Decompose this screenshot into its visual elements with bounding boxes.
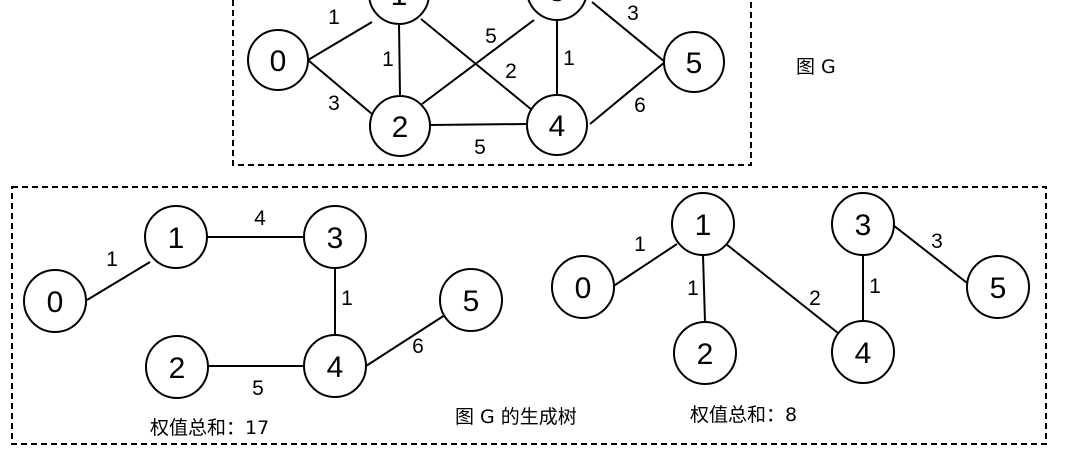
graph-g-node-4: 4 [526,94,588,156]
tree-a-node-0: 0 [23,269,87,333]
graph-g-weight-1-2: 1 [382,48,394,71]
graph-g-node-1-label: 1 [391,0,408,12]
tree-a-node-5: 5 [439,268,503,332]
tree-a-node-4-label: 4 [327,351,344,384]
tree-a-node-3: 3 [303,205,367,269]
tree-b-node-0-label: 0 [575,272,592,305]
graph-g-weight-3-5: 3 [627,2,639,25]
graph-g-node-2-label: 2 [392,111,409,144]
graph-g-node-3-label: 3 [549,0,566,8]
graph-g-node-2: 2 [369,95,431,157]
graph-g-node-0: 0 [247,29,309,91]
tree-a-weight-total: 权值总和：17 [150,417,269,439]
tree-b-weight-0-1: 1 [634,233,646,256]
tree-a-weight-1-3: 4 [254,207,266,230]
tree-a-node-2-label: 2 [169,352,186,385]
tree-a-node-4: 4 [303,334,367,398]
graph-g-node-0-label: 0 [270,45,287,78]
tree-a-node-1-label: 1 [168,222,185,255]
tree-b-weight-total: 权值总和：8 [690,404,797,426]
graph-g-node-4-label: 4 [549,110,566,143]
tree-a-node-3-label: 3 [327,222,344,255]
tree-a-weight-4-5: 6 [412,335,424,358]
tree-b-weight-1-2: 1 [687,277,699,300]
tree-b-weight-3-4: 1 [869,275,881,298]
spanning-trees-frame [11,186,1047,445]
graph-g-node-3: 3 [527,0,587,21]
graph-g-node-5-label: 5 [686,47,703,80]
tree-a-weight-3-4: 1 [341,287,353,310]
spanning-tree-b: 1 1 2 1 3 0 1 2 4 3 5 权值总和：8 [551,192,1030,426]
spanning-tree-a: 1 4 1 5 6 0 1 3 5 2 4 权值总和：17 [23,205,503,439]
tree-b-weight-1-4: 2 [809,287,821,310]
tree-b-node-1-label: 1 [695,209,712,242]
tree-a-edge-4-5 [365,314,446,367]
tree-b-edge-0-1 [611,243,678,288]
graph-g-edge-0-2 [307,59,373,115]
graph-g-weight-2-3: 5 [485,25,497,48]
tree-b-edge-1-2 [702,254,706,323]
graph-g-node-5: 5 [663,31,725,93]
graph-g-weight-2-4: 5 [474,136,486,159]
graph-g-edge-2-4 [429,123,528,126]
graph-g-node-1: 1 [368,0,430,25]
graph-g-edge-3-5 [591,1,666,63]
graph-g-weight-1-4: 2 [505,60,517,83]
tree-b-edge-3-5 [892,224,972,287]
spanning-trees-caption: 图 G 的生成树 [455,406,577,428]
graph-g: 1 3 1 2 5 1 3 5 6 0 1 2 3 4 5 [247,0,836,159]
graph-g-weight-4-5: 6 [634,94,646,117]
graph-g-weight-0-2: 3 [328,92,340,115]
tree-b-edge-1-4 [725,243,839,334]
tree-b-node-1: 1 [671,192,735,256]
tree-a-node-5-label: 5 [463,285,480,318]
tree-a-edge-0-1 [86,261,151,301]
tree-b-node-3-label: 3 [855,209,872,242]
graph-g-edge-1-2 [398,23,401,97]
graph-g-frame [232,0,752,166]
tree-a-weight-0-1: 1 [106,248,118,271]
graph-g-edge-0-1 [307,21,373,61]
tree-b-node-4: 4 [831,320,895,384]
tree-a-node-1: 1 [144,205,208,269]
graph-g-edge-2-3 [421,19,535,105]
tree-a-node-2: 2 [145,335,209,399]
tree-b-node-2: 2 [673,321,737,385]
graph-g-edge-4-5 [589,61,666,125]
tree-b-node-3: 3 [831,192,895,256]
tree-b-node-2-label: 2 [697,338,714,371]
tree-a-weight-2-4: 5 [252,377,264,400]
tree-b-node-5: 5 [966,255,1030,319]
graph-g-weight-0-1: 1 [328,6,340,29]
tree-b-node-4-label: 4 [855,337,872,370]
tree-a-node-0-label: 0 [47,286,64,319]
tree-b-weight-3-5: 3 [931,230,943,253]
graph-g-edge-1-4 [420,18,533,111]
graph-g-weight-3-4: 1 [563,47,575,70]
graph-g-caption: 图 G [796,56,836,78]
tree-b-node-0: 0 [551,255,615,319]
tree-b-node-5-label: 5 [990,272,1007,305]
